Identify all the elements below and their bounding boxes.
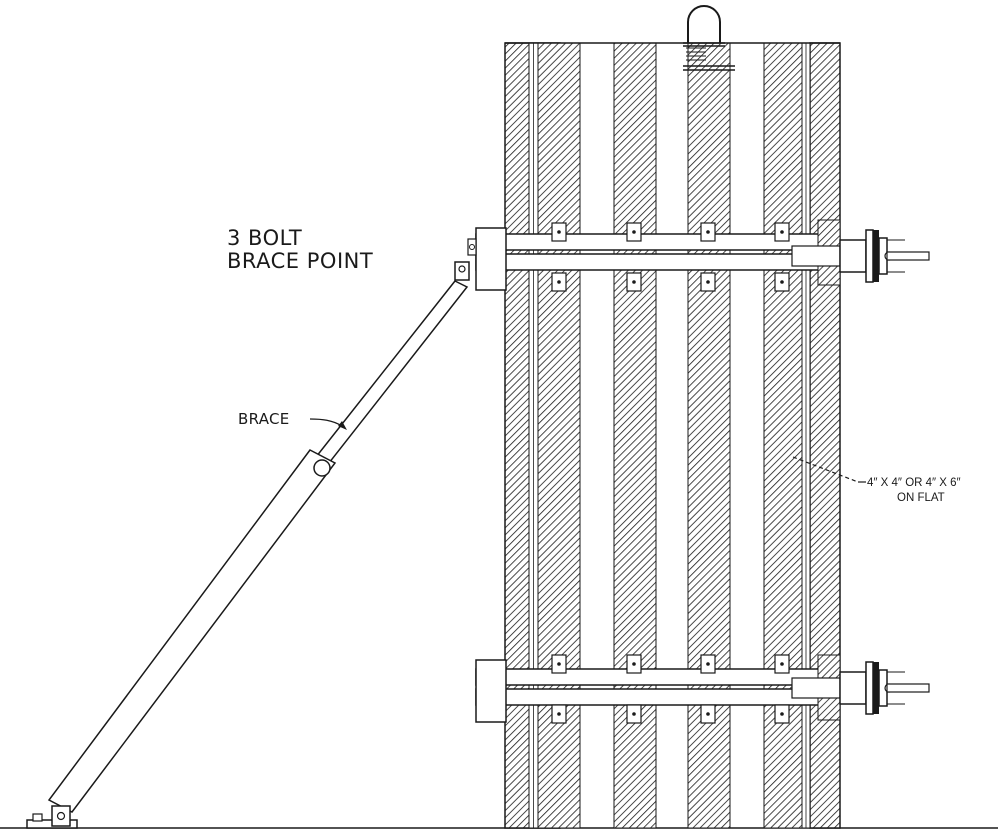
brace-point-label-line1: 3 BOLT: [227, 226, 302, 250]
lower-waler-assembly: [475, 654, 930, 724]
brace-inner-tube: [314, 280, 469, 464]
brace-adjust-pin: [313, 459, 331, 477]
brace-point-label-line2: BRACE POINT: [227, 249, 373, 273]
brace-label: BRACE: [238, 410, 290, 428]
upper-tie-rod: [886, 251, 930, 261]
lower-waler-bottom: [475, 688, 834, 706]
strongback-label-line1: 4″ X 4″ OR 4″ X 6″: [867, 477, 961, 489]
upper-waler-assembly: [467, 219, 930, 292]
strongback-leader: [792, 456, 866, 483]
lower-tie-rod: [886, 683, 930, 693]
strongback-label-line2: ON FLAT: [897, 492, 945, 504]
brace-leader: [309, 418, 347, 430]
lower-waler-cap: [475, 659, 507, 723]
brace-ground-anchor: [26, 805, 78, 829]
brace-point-bracket: [475, 227, 507, 291]
brace-top-clevis: [454, 261, 470, 281]
upper-waler-bottom: [475, 253, 834, 271]
brace-outer-tube: [47, 449, 337, 813]
lifting-loop: [683, 5, 735, 71]
brace-assembly: [26, 261, 470, 829]
